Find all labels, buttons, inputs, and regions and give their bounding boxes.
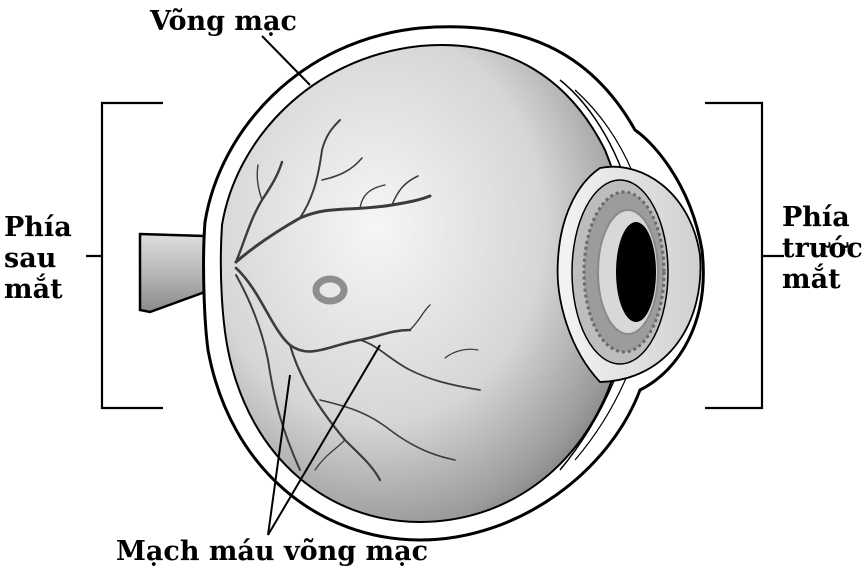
front-of-eye-label: Phía trước mắt [782, 202, 863, 295]
back-of-eye-line: sau [4, 243, 72, 274]
retina-label: Võng mạc [150, 6, 297, 37]
pupil [616, 222, 656, 322]
front-of-eye-line: mắt [782, 264, 863, 295]
front-bracket [705, 103, 784, 408]
retina-pointer [262, 36, 310, 85]
front-of-eye-line: trước [782, 233, 863, 264]
back-of-eye-line: mắt [4, 274, 72, 305]
retinal-vessels-label: Mạch máu võng mạc [116, 536, 428, 567]
back-of-eye-line: Phía [4, 212, 72, 243]
front-of-eye-line: Phía [782, 202, 863, 233]
back-of-eye-label: Phía sau mắt [4, 212, 72, 305]
